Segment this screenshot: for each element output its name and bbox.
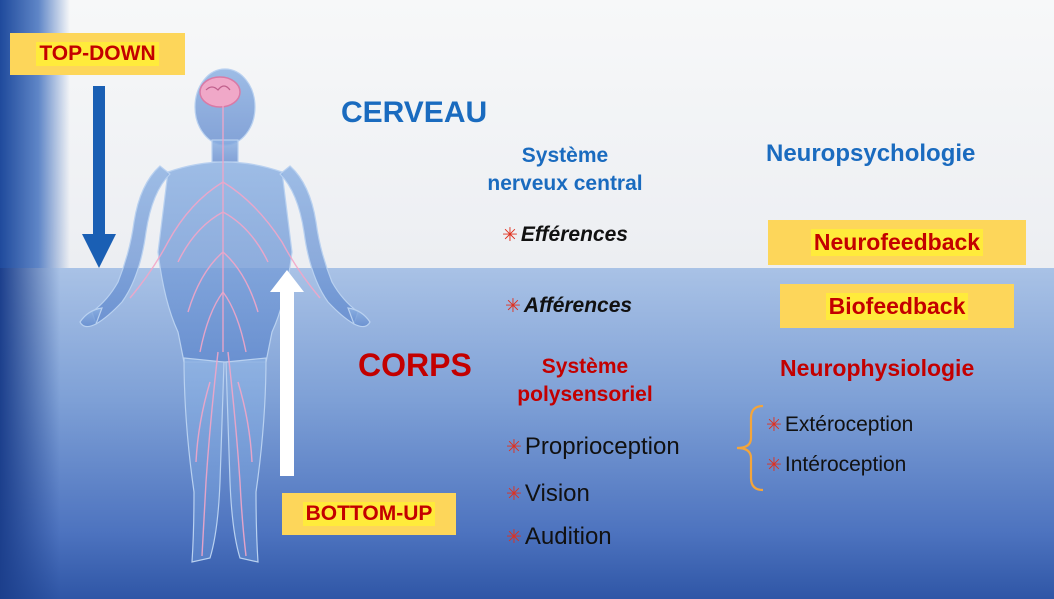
sp-label-line2: polysensoriel (517, 383, 653, 406)
exteroception-label: Extéroception (784, 413, 914, 436)
audition-item: ✳ Audition (506, 523, 612, 551)
bottom-up-label: BOTTOM-UP (302, 502, 436, 526)
top-down-label-box: TOP-DOWN (10, 33, 185, 75)
interoception-label: Intéroception (784, 453, 907, 476)
interoception-item: ✳ Intéroception (766, 453, 906, 477)
proprioception-item: ✳ Proprioception (506, 433, 680, 461)
asterisk-star-icon: ✳ (502, 224, 518, 246)
biofeedback-label: Biofeedback (825, 292, 969, 320)
neurofeedback-box: Neurofeedback (768, 220, 1026, 265)
bottom-up-label-box: BOTTOM-UP (282, 493, 456, 535)
proprioception-label: Proprioception (524, 433, 680, 460)
top-down-label: TOP-DOWN (36, 42, 159, 66)
corps-label: CORPS (358, 347, 472, 383)
asterisk-star-icon: ✳ (506, 436, 522, 458)
cerveau-label: CERVEAU (341, 96, 488, 129)
left-gradient-bottom (0, 268, 60, 599)
top-down-arrow (82, 86, 116, 268)
snc-label-line1: Système (521, 144, 609, 167)
asterisk-star-icon: ✳ (506, 526, 522, 548)
sp-label-line1: Système (541, 355, 629, 378)
human-nervous-system-figure (79, 68, 371, 563)
exteroception-item: ✳ Extéroception (766, 413, 913, 437)
asterisk-star-icon: ✳ (506, 483, 522, 505)
neurofeedback-label: Neurofeedback (810, 229, 984, 256)
neuropsychologie-label: Neuropsychologie (766, 140, 976, 167)
asterisk-star-icon: ✳ (505, 295, 521, 317)
bottom-up-arrow (270, 270, 304, 476)
sp-label: Système polysensoriel (470, 353, 700, 409)
asterisk-star-icon: ✳ (766, 454, 782, 476)
efferences-label: Efférences (520, 223, 628, 246)
afferences-item: ✳ Afférences (505, 294, 632, 318)
asterisk-star-icon: ✳ (766, 414, 782, 436)
biofeedback-box: Biofeedback (780, 284, 1014, 328)
vision-label: Vision (524, 480, 590, 507)
curly-brace-icon (736, 404, 764, 492)
efferences-item: ✳ Efférences (502, 223, 628, 247)
vision-item: ✳ Vision (506, 480, 590, 508)
neurophysiologie-label: Neurophysiologie (780, 355, 975, 381)
afferences-label: Afférences (523, 294, 633, 317)
audition-label: Audition (524, 523, 612, 550)
snc-label-line2: nerveux central (487, 172, 643, 195)
snc-label: Système nerveux central (440, 142, 690, 198)
